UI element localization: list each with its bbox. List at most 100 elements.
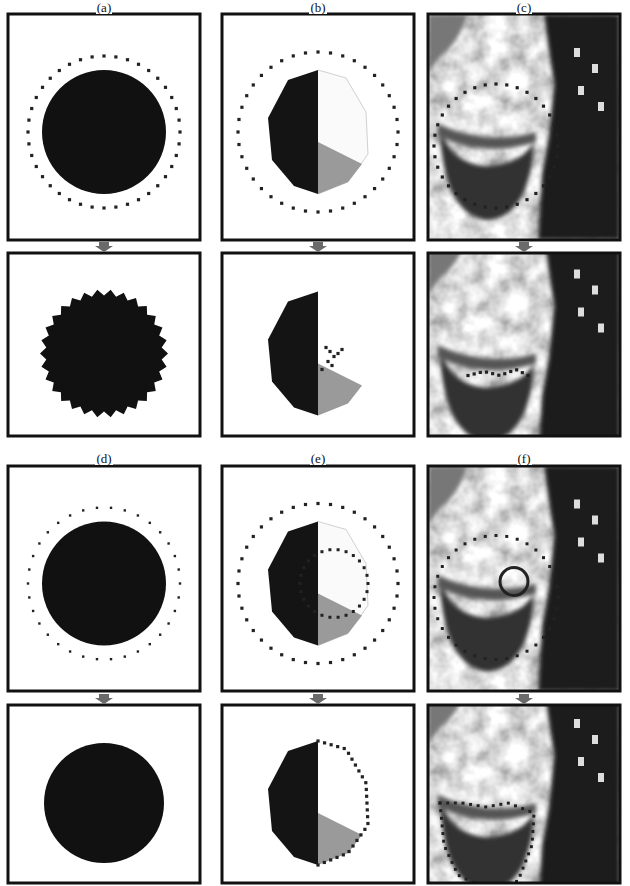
contour-dot [363, 195, 366, 198]
contour-dot [27, 142, 30, 145]
contour-dot [292, 658, 295, 661]
contour-dot [365, 788, 368, 791]
contour-dot [340, 348, 343, 351]
contour-dot [304, 503, 307, 506]
contour-dot [548, 565, 551, 568]
contour-dot [446, 802, 449, 805]
contour-dot [509, 370, 512, 373]
contour-dot [68, 63, 71, 66]
contour-dot [345, 614, 348, 617]
contour-dot [302, 598, 305, 601]
contour-dot [484, 805, 487, 808]
contour-dot [57, 522, 59, 524]
contour-dot [38, 622, 40, 624]
contour-dot [237, 569, 240, 572]
contour-dot [392, 106, 395, 109]
panel-ground [8, 253, 200, 436]
contour-dot [436, 166, 439, 169]
panel-ground [428, 14, 620, 240]
contour-dot [455, 97, 458, 100]
dark-face [268, 70, 318, 194]
contour-dot [516, 654, 519, 657]
contour-dot [149, 643, 151, 645]
contour-dot [178, 568, 180, 570]
panel-ground [222, 466, 414, 691]
contour-dot [32, 610, 34, 612]
contour-dot [505, 83, 508, 86]
contour-dot [341, 206, 344, 209]
contour-dot [41, 175, 44, 178]
contour-dot [515, 368, 518, 371]
contour-dot [534, 549, 537, 552]
contour-dot [352, 554, 355, 557]
contour-dot [137, 198, 140, 201]
contour-dot [484, 657, 487, 660]
contour-dot [328, 616, 331, 619]
panel-border [8, 253, 200, 436]
contour-dot [159, 531, 161, 533]
image-panel [8, 253, 200, 436]
contour-dot [178, 596, 180, 598]
contour-dot [280, 59, 283, 62]
contour-dot [365, 795, 368, 798]
contour-dot [388, 167, 391, 170]
contour-dot [363, 517, 366, 520]
contour-dot [444, 847, 447, 850]
contour-dot [436, 575, 439, 578]
contour-dot [316, 863, 319, 866]
contour-dot [57, 643, 59, 645]
contour-dot [353, 653, 356, 656]
contour-dot [473, 654, 476, 657]
contour-dot [432, 144, 435, 147]
contour-dot [447, 556, 450, 559]
pot-rim [438, 346, 536, 371]
contour-dot [240, 106, 243, 109]
contour-dot [395, 594, 398, 597]
contour-dot [47, 531, 49, 533]
contour-dot [516, 538, 519, 541]
contour-dot [304, 661, 307, 664]
window [592, 516, 598, 525]
contour-dot [167, 542, 169, 544]
contour-dot [358, 559, 361, 562]
contour-dot [532, 822, 535, 825]
contour-dot [492, 804, 495, 807]
contour-dot [147, 69, 150, 72]
contour-dot [159, 634, 161, 636]
window [592, 64, 598, 73]
contour-dot [519, 874, 522, 877]
contour-dot [329, 858, 332, 861]
contour-dot [280, 511, 283, 514]
contour-dot [329, 503, 332, 506]
contour-dot [164, 175, 167, 178]
contour-dot [240, 607, 243, 610]
contour-dot [237, 143, 240, 146]
contour-dot [366, 574, 369, 577]
window [578, 86, 584, 95]
contour-dot [292, 206, 295, 209]
contour-dot [433, 155, 436, 158]
contour-dot [454, 868, 457, 871]
tower [538, 253, 620, 436]
panel-border [428, 466, 620, 691]
contour-dot [335, 856, 338, 859]
contour-dot [364, 781, 367, 784]
contour-dot [497, 374, 500, 377]
contour-dot [381, 83, 384, 86]
contour-dot [170, 165, 173, 168]
contour-dot [68, 198, 71, 201]
contour-dot [326, 360, 329, 363]
panel-content [222, 705, 414, 883]
shadow-left [428, 14, 468, 74]
contour-dot [392, 155, 395, 158]
contour-dot [353, 511, 356, 514]
shadow-left [428, 466, 468, 526]
contour-dot [329, 51, 332, 54]
shape-outline [318, 522, 368, 646]
contour-dot [79, 58, 82, 61]
contour-dot [110, 658, 112, 660]
contour-dot [484, 205, 487, 208]
down-arrow [95, 694, 113, 704]
window [574, 719, 580, 728]
